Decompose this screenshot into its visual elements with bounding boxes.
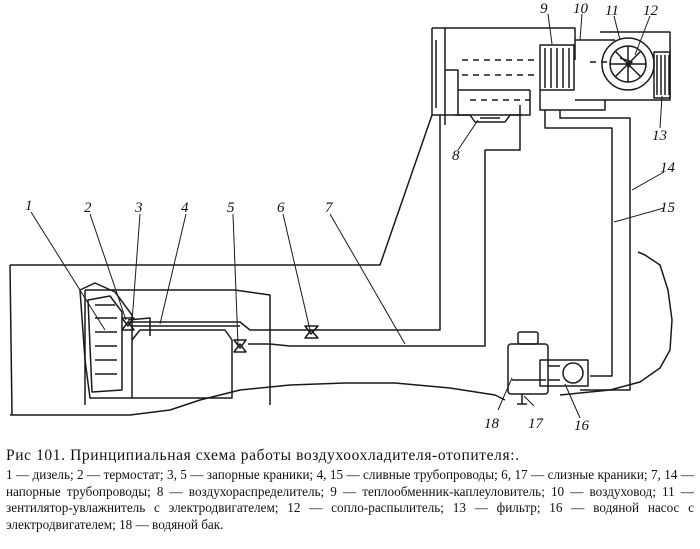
callout-label-14: 14 — [660, 160, 676, 176]
callout-leaders — [30, 13, 665, 419]
diesel-engine — [79, 282, 233, 399]
callout-label-16: 16 — [574, 418, 590, 434]
callout-label-6: 6 — [277, 200, 285, 216]
callout-label-18: 18 — [484, 416, 500, 432]
callout-label-1: 1 — [25, 198, 33, 214]
callout-label-8: 8 — [452, 148, 460, 164]
engine-compartment — [84, 289, 271, 405]
pressure-pipe-7 — [128, 105, 521, 347]
callout-label-11: 11 — [605, 3, 619, 19]
callout-label-17: 17 — [528, 416, 545, 432]
callout-label-2: 2 — [84, 200, 92, 216]
heat-exchanger-droplet-separator — [539, 44, 575, 91]
callout-label-10: 10 — [573, 1, 589, 17]
callout-label-15: 15 — [660, 200, 676, 216]
callout-label-4: 4 — [181, 200, 189, 216]
figure-caption: Рис 101. Принципиальная схема работы воз… — [6, 446, 694, 533]
drain-valve-17 — [517, 394, 527, 405]
drain-valve-6 — [304, 325, 319, 339]
shut-off-valve-3 — [121, 317, 135, 331]
air-distributor — [455, 114, 522, 123]
drain-pipe-15 — [544, 110, 613, 377]
cab-unit-housing — [432, 27, 576, 116]
fan-humidifier — [600, 31, 671, 101]
air-duct — [539, 39, 615, 111]
air-flow-arrows — [462, 59, 610, 101]
vehicle-body-outline — [9, 114, 673, 416]
callout-label-3: 3 — [134, 200, 143, 216]
callout-label-7: 7 — [325, 200, 334, 216]
water-pump-with-motor — [539, 359, 589, 387]
caption-legend: 1 — дизель; 2 — термостат; 3, 5 — запорн… — [6, 467, 694, 532]
callout-label-5: 5 — [227, 200, 235, 216]
callout-label-13: 13 — [652, 128, 667, 144]
filter — [653, 51, 671, 99]
water-tank — [507, 331, 549, 395]
shut-off-valve-5 — [233, 339, 247, 353]
cab-unit-edge — [431, 28, 437, 115]
callout-label-9: 9 — [540, 1, 548, 17]
caption-title: Рис 101. Принципиальная схема работы воз… — [6, 447, 520, 464]
pressure-pipe-14 — [559, 110, 631, 391]
callout-label-12: 12 — [643, 3, 659, 19]
cooler-heater-schematic: 1 2 3 4 5 6 7 8 9 10 11 12 13 14 15 16 1… — [9, 1, 676, 434]
